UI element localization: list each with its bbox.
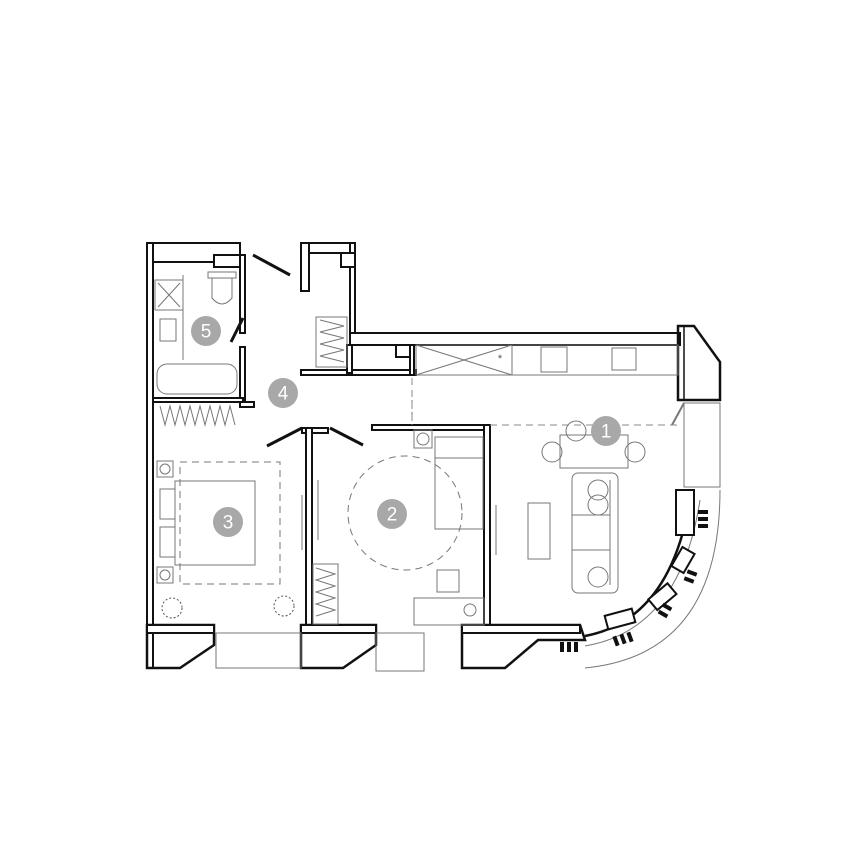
room-marker-1: 1: [591, 416, 621, 446]
room-marker-3: 3: [213, 507, 243, 537]
room-marker-4: 4: [268, 378, 298, 408]
walls: [145, 242, 722, 672]
room-number: 4: [278, 384, 289, 405]
svg-text:*: *: [498, 353, 503, 365]
room-number: 1: [601, 422, 612, 443]
room-marker-5: 5: [191, 316, 221, 346]
room-number: 5: [201, 322, 212, 343]
doors: [229, 253, 685, 448]
room-number: 2: [387, 505, 398, 526]
furniture: *: [154, 271, 680, 626]
room-marker-2: 2: [377, 499, 407, 529]
room-number: 3: [223, 513, 234, 534]
